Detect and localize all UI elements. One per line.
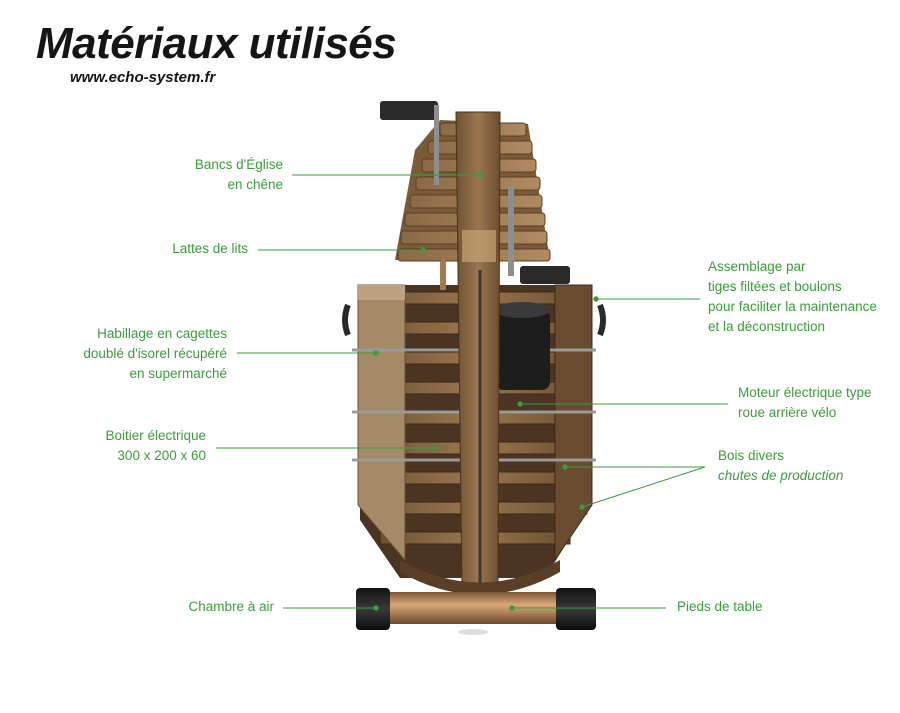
page-title: Matériaux utilisés	[36, 19, 397, 68]
label-lattes: Lattes de lits	[172, 241, 248, 256]
label-chambre: Chambre à air	[188, 599, 274, 614]
website-url: www.echo-system.fr	[70, 69, 216, 86]
callout-lines	[216, 172, 728, 611]
handle-bars	[380, 101, 570, 284]
central-beam	[440, 111, 501, 591]
motor	[494, 302, 550, 390]
label-boitier: Boitier électrique 300 x 200 x 60	[105, 428, 206, 463]
label-moteur: Moteur électrique type roue arrière vélo	[738, 385, 872, 420]
label-bancs: Bancs d'Église en chêne	[194, 157, 283, 192]
air-tube-assembly	[356, 588, 596, 635]
label-pieds: Pieds de table	[677, 599, 763, 614]
label-assemblage: Assemblage par tiges filtées et boulons …	[708, 259, 877, 334]
label-habillage: Habillage en cagettes doublé d'isorel ré…	[83, 326, 227, 381]
rocker-base	[400, 560, 560, 595]
label-bois: Bois divers chutes de production	[718, 448, 844, 483]
